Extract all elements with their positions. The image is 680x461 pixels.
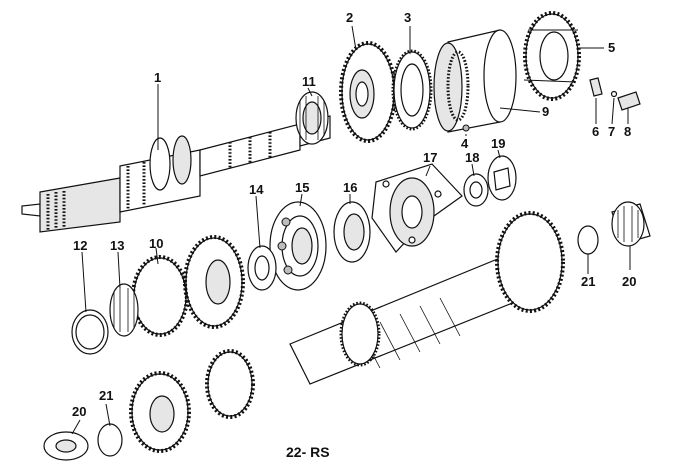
- callout-14: 14: [249, 182, 264, 197]
- callout-21-top: 21: [581, 274, 595, 289]
- callout-5: 5: [608, 40, 615, 55]
- circlip-21-bottom: [97, 423, 123, 457]
- callout-16: 16: [343, 180, 357, 195]
- callout-7: 7: [608, 124, 615, 139]
- callout-9: 9: [542, 104, 549, 119]
- callout-18: 18: [465, 150, 479, 165]
- output-flange-17: [371, 163, 463, 253]
- circlip-21-top: [577, 225, 599, 255]
- ball-4: [462, 124, 470, 132]
- callout-labels: 1 2 3 4 5 6 7 8 9 10 11 12 13 14 15 16 1…: [72, 10, 636, 419]
- callout-8: 8: [624, 124, 631, 139]
- roller-bearing-20-top: [611, 201, 651, 247]
- diagram-caption: 22- RS: [286, 444, 330, 460]
- spacer-16: [333, 201, 371, 263]
- synchro-ring-3: [391, 49, 433, 131]
- leader-lines: [71, 25, 631, 435]
- callout-4: 4: [461, 136, 469, 151]
- callout-20-bottom: 20: [72, 404, 86, 419]
- callout-15: 15: [295, 180, 309, 195]
- synchro-hub-5: [523, 11, 581, 101]
- needle-bearing-13: [109, 283, 139, 337]
- countershaft: [129, 211, 565, 453]
- sliding-sleeve-9: [433, 29, 517, 133]
- callout-6: 6: [592, 124, 599, 139]
- callout-11: 11: [302, 74, 316, 89]
- ball-7: [610, 90, 618, 98]
- ball-bearing-15: [269, 201, 327, 291]
- callout-10: 10: [149, 236, 163, 251]
- callout-20-top: 20: [622, 274, 636, 289]
- thrust-piece-8: [617, 91, 641, 111]
- callout-2: 2: [346, 10, 353, 25]
- snap-ring-12: [71, 309, 109, 355]
- gear-10: [131, 235, 245, 337]
- callout-17: 17: [423, 150, 437, 165]
- callout-19: 19: [491, 136, 505, 151]
- callout-3: 3: [404, 10, 411, 25]
- spring-6: [589, 77, 603, 97]
- collar-nut-18: [463, 173, 489, 207]
- callout-13: 13: [110, 238, 124, 253]
- lock-plate-19: [487, 155, 517, 201]
- gear-2: [339, 41, 397, 143]
- callout-21-bottom: 21: [99, 388, 113, 403]
- thrust-washer-14: [247, 245, 277, 291]
- callout-1: 1: [154, 70, 161, 85]
- roller-bearing-20-bottom: [43, 431, 89, 461]
- callout-12: 12: [73, 238, 87, 253]
- needle-bearing-11: [295, 91, 329, 145]
